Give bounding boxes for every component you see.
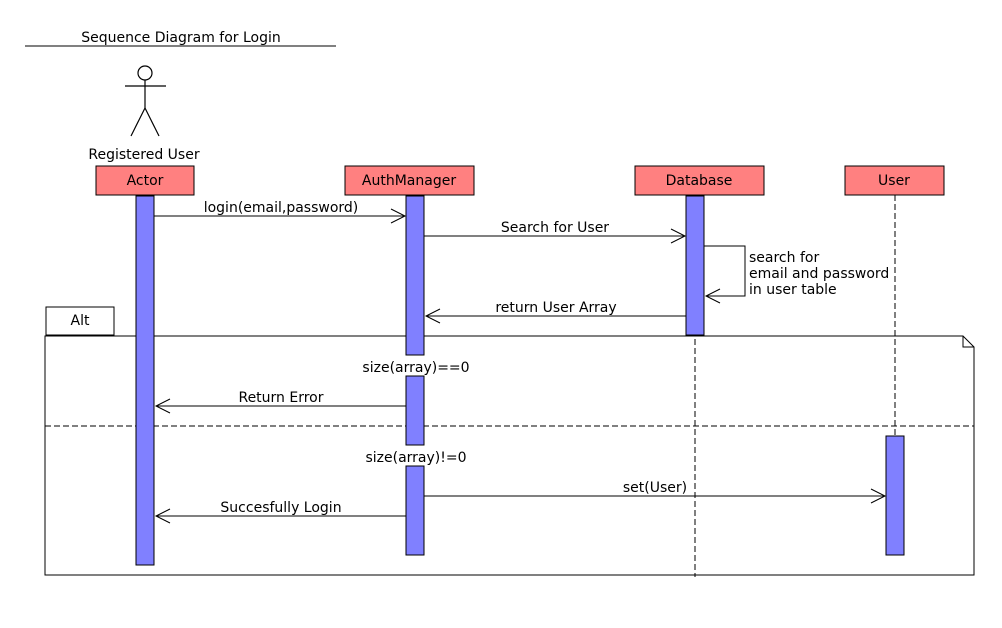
participant-authmanager-label: AuthManager xyxy=(362,173,456,189)
guard-nonempty-array: size(array)!=0 xyxy=(365,450,466,466)
alt-operator-box xyxy=(45,306,115,336)
message-self-search-label-line2: email and password xyxy=(749,266,889,282)
message-return-user-array-label: return User Array xyxy=(495,300,616,316)
message-set-user xyxy=(424,488,887,504)
participant-authmanager[interactable]: AuthManager xyxy=(344,165,475,196)
participant-database-label: Database xyxy=(666,173,733,189)
activation-authmanager-2 xyxy=(405,375,425,446)
message-return-user-array xyxy=(424,308,686,324)
alt-operator-label: Alt xyxy=(71,313,90,329)
actor-figure-label: Registered User xyxy=(88,147,199,163)
message-self-search-label-line1: search for xyxy=(749,250,819,266)
alt-fragment xyxy=(44,335,975,576)
message-self-search-label-line3: in user table xyxy=(749,282,837,298)
message-return-error-label: Return Error xyxy=(238,390,323,406)
participant-actor-label: Actor xyxy=(127,173,164,189)
actor-stick-figure-icon xyxy=(125,65,166,137)
activation-actor xyxy=(135,195,155,566)
message-search-for-user xyxy=(424,228,687,244)
message-return-error xyxy=(154,398,406,414)
message-successfully-login xyxy=(154,508,406,524)
participant-user[interactable]: User xyxy=(844,165,945,196)
diagram-title: Sequence Diagram for Login xyxy=(81,30,281,46)
message-search-label: Search for User xyxy=(501,220,609,236)
message-self-search xyxy=(704,245,746,304)
activation-user xyxy=(885,435,905,556)
participant-actor[interactable]: Actor xyxy=(95,165,195,196)
guard-empty-array: size(array)==0 xyxy=(362,360,469,376)
message-login xyxy=(154,208,407,224)
message-set-user-label: set(User) xyxy=(623,480,687,496)
message-login-label: login(email,password) xyxy=(204,200,359,216)
participant-database[interactable]: Database xyxy=(634,165,765,196)
participant-user-label: User xyxy=(878,173,910,189)
activation-authmanager-1 xyxy=(405,195,425,356)
activation-authmanager-3 xyxy=(405,465,425,556)
activation-database xyxy=(685,195,705,336)
message-successfully-login-label: Succesfully Login xyxy=(220,500,341,516)
